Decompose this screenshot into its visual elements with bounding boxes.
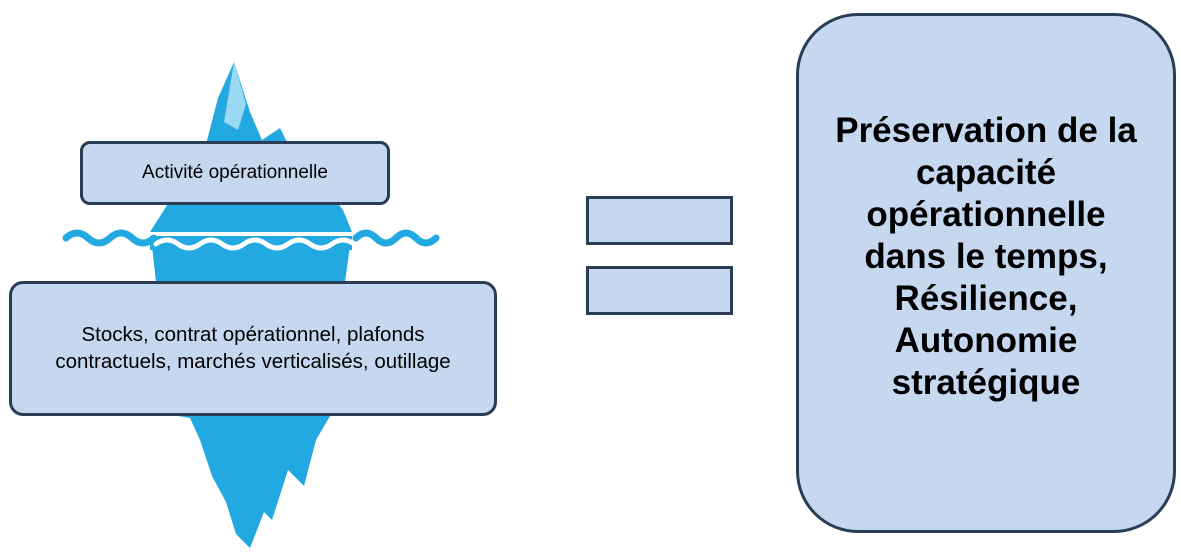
waterline-white-wave (153, 237, 357, 251)
visible-part-box: Activité opérationnelle (80, 141, 390, 205)
result-label: Préservation de la capacité opérationnel… (835, 111, 1137, 402)
equals-bar-bottom (586, 266, 733, 315)
hidden-part-box: Stocks, contrat opérationnel, plafonds c… (9, 281, 497, 416)
water-waves-icon-left (62, 229, 158, 247)
hidden-part-label: Stocks, contrat opérationnel, plafonds c… (55, 322, 451, 373)
visible-part-label: Activité opérationnelle (142, 162, 328, 183)
result-box: Préservation de la capacité opérationnel… (796, 13, 1176, 533)
water-waves-icon-right (352, 229, 440, 247)
equals-bar-top (586, 196, 733, 245)
iceberg-tip-highlight (224, 62, 246, 130)
